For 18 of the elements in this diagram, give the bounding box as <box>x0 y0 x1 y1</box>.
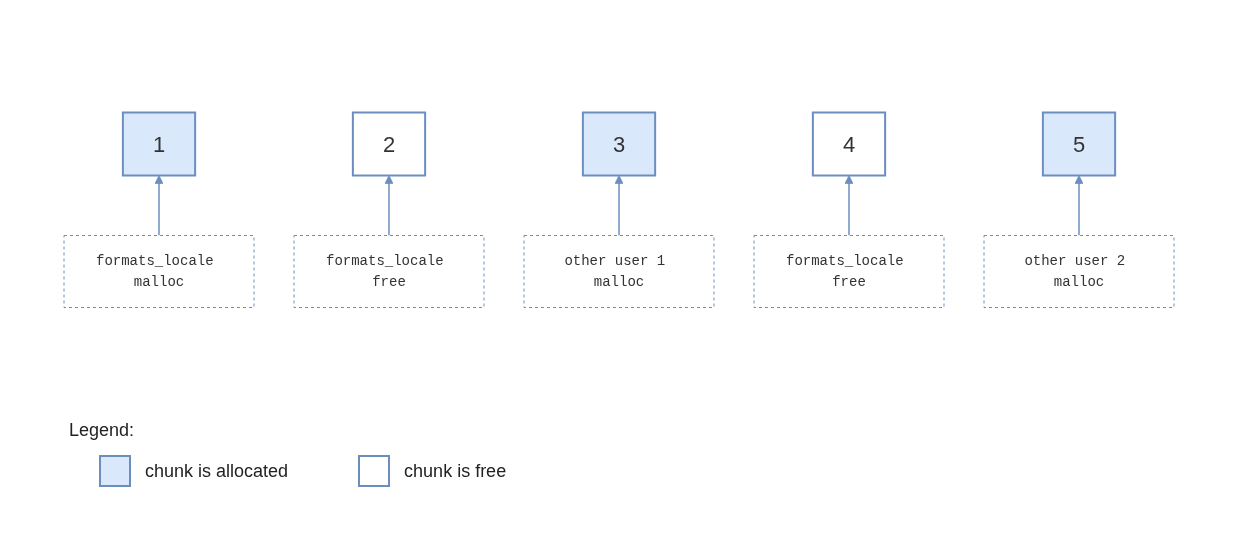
node-box: formats_locale malloc <box>63 235 255 308</box>
node-box: 5 <box>1041 111 1117 177</box>
node-box: formats_locale free <box>293 235 485 308</box>
node-box: other user 2 malloc <box>983 235 1175 308</box>
node-box: 1 <box>121 111 197 177</box>
node-box: formats_locale free <box>753 235 945 308</box>
legend-title: Legend: <box>69 420 136 441</box>
arrow <box>1074 175 1084 237</box>
node-box: 3 <box>581 111 657 177</box>
arrow <box>384 175 394 237</box>
arrow <box>154 175 164 237</box>
node-box: other user 1 malloc <box>523 235 715 308</box>
node-box: 4 <box>811 111 887 177</box>
legend-text: chunk is allocated <box>145 460 289 482</box>
arrow <box>614 175 624 237</box>
node-box: 2 <box>351 111 427 177</box>
arrow <box>844 175 854 237</box>
legend-text: chunk is free <box>404 460 507 482</box>
